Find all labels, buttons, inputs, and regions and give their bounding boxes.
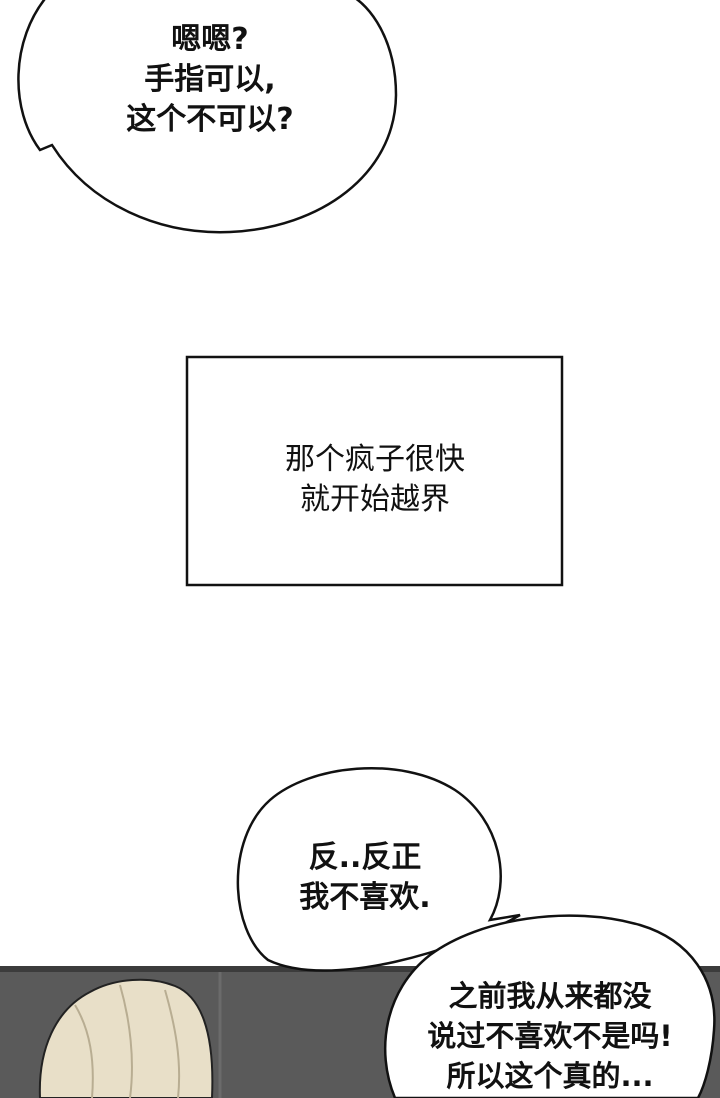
dialogue-line: 所以这个真的... xyxy=(446,1059,654,1093)
top-bubble-dialogue: 嗯嗯? 手指可以, 这个不可以? xyxy=(95,20,325,140)
caption-box xyxy=(185,355,564,587)
dialogue-line: 手指可以, xyxy=(144,62,276,97)
dialogue-line: 说过不喜欢不是吗! xyxy=(427,1019,673,1053)
caption-line: 那个疯子很快 xyxy=(285,442,465,477)
dialogue-line: 之前我从来都没 xyxy=(448,979,652,1013)
dialogue-line: 我不喜欢. xyxy=(299,880,431,915)
left-speech-bubble xyxy=(236,767,521,972)
left-bubble-dialogue: 反..反正 我不喜欢. xyxy=(265,838,465,918)
right-speech-bubble xyxy=(384,914,716,1098)
dialogue-line: 这个不可以? xyxy=(126,102,294,137)
right-bubble-dialogue: 之前我从来都没 说过不喜欢不是吗! 所以这个真的... xyxy=(395,976,705,1096)
caption-line: 就开始越界 xyxy=(300,482,450,517)
dialogue-line: 反..反正 xyxy=(308,840,422,875)
top-speech-bubble xyxy=(17,0,398,234)
caption-narration: 那个疯子很快 就开始越界 xyxy=(190,440,560,520)
dialogue-line: 嗯嗯? xyxy=(171,22,249,57)
